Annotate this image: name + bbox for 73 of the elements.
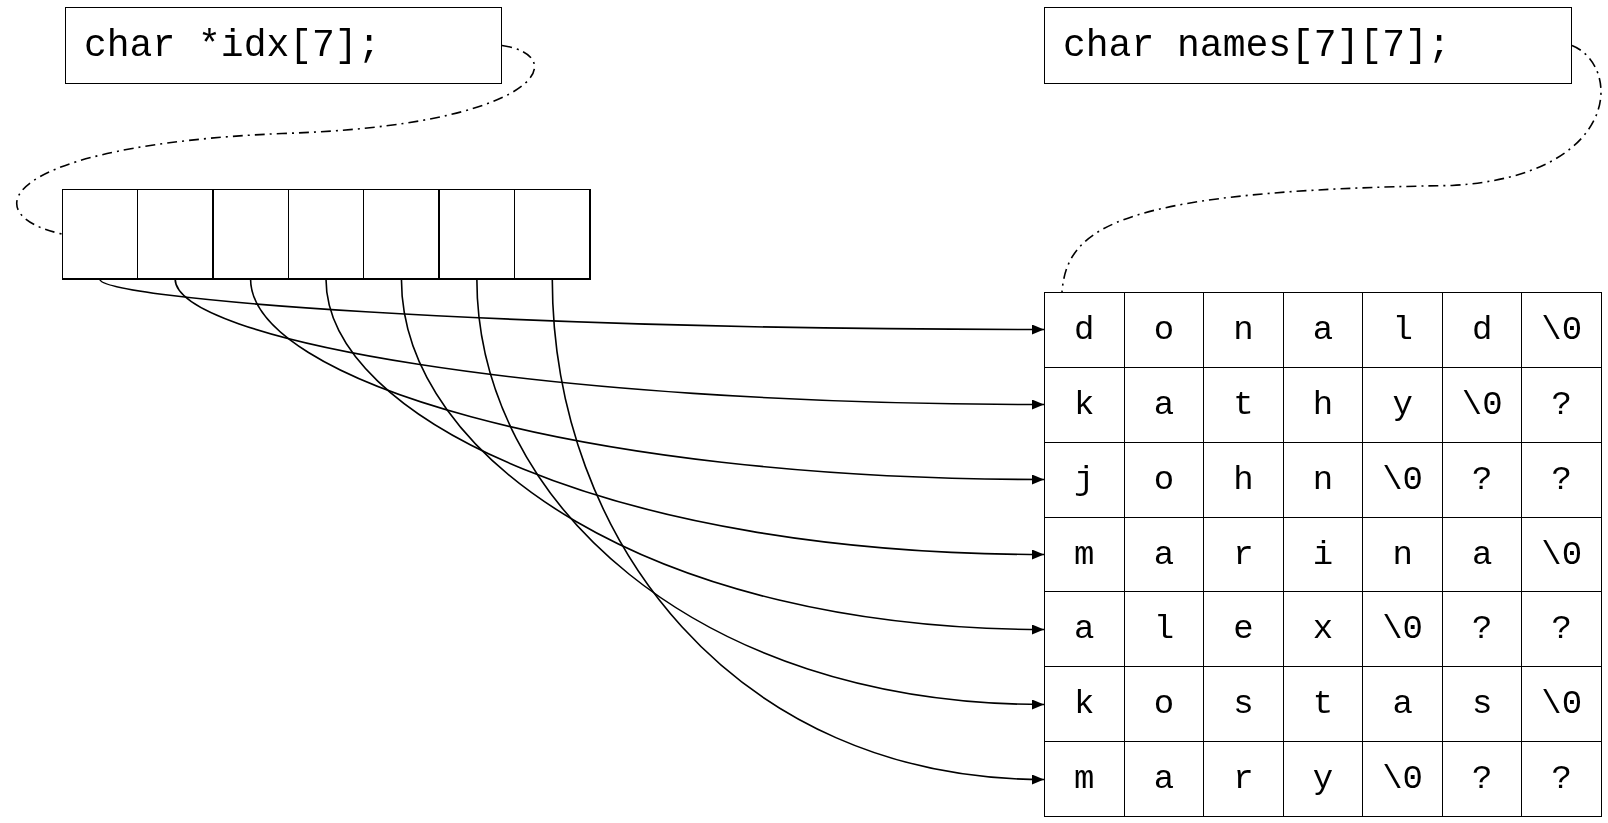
- char-cell: e: [1203, 592, 1283, 667]
- char-cell: n: [1203, 293, 1283, 367]
- char-cell: ?: [1521, 442, 1602, 517]
- char-cell: x: [1282, 592, 1363, 667]
- char-cell: \0: [1362, 742, 1442, 816]
- char-cell: t: [1282, 667, 1363, 742]
- char-array-grid: [1044, 292, 1602, 817]
- char-cell-text: j: [1073, 459, 1096, 501]
- char-cell: \0: [1521, 667, 1602, 742]
- char-cell: h: [1203, 442, 1283, 517]
- char-cell: h: [1282, 367, 1363, 442]
- char-cell: y: [1362, 367, 1442, 442]
- char-cell-text: k: [1073, 684, 1096, 726]
- char-cell: o: [1123, 442, 1204, 517]
- array-row: [1045, 666, 1601, 742]
- pointer-cell: [212, 188, 290, 280]
- char-cell: s: [1441, 667, 1522, 742]
- char-cell-text: k: [1073, 384, 1096, 426]
- array-row: [1045, 516, 1601, 592]
- char-cell: \0: [1362, 442, 1442, 517]
- char-cell: a: [1441, 517, 1522, 592]
- pointer-arrow: [249, 278, 1045, 485]
- char-cell: a: [1123, 367, 1204, 442]
- pointer-arrow: [476, 278, 1045, 709]
- char-cell: o: [1123, 667, 1204, 742]
- pointer-arrow: [325, 278, 1045, 560]
- char-cell: a: [1282, 293, 1363, 367]
- char-cell: \0: [1521, 517, 1602, 592]
- char-cell-text: m: [1073, 759, 1096, 801]
- char-cell: y: [1282, 742, 1363, 816]
- pointer-arrow: [400, 278, 1045, 635]
- declaration-box: char *idx[7];: [65, 7, 502, 84]
- pointer-array: [62, 189, 590, 279]
- pointer-cell: [438, 188, 516, 280]
- pointer-cell: [513, 188, 591, 280]
- char-cell: l: [1362, 293, 1442, 367]
- char-cell-text: m: [1073, 534, 1096, 576]
- char-cell: l: [1123, 592, 1204, 667]
- array-row: [1045, 366, 1601, 442]
- char-cell: ?: [1441, 442, 1522, 517]
- pointer-cell: [362, 188, 440, 280]
- pointer-cell: [136, 188, 214, 280]
- char-cell: ?: [1521, 592, 1602, 667]
- char-cell: ?: [1441, 592, 1522, 667]
- char-cell: r: [1203, 517, 1283, 592]
- char-cell: r: [1203, 742, 1283, 816]
- char-cell: \0: [1441, 367, 1522, 442]
- char-cell: o: [1123, 293, 1204, 367]
- char-cell: s: [1203, 667, 1283, 742]
- char-cell: n: [1362, 517, 1442, 592]
- char-cell: t: [1203, 367, 1283, 442]
- declaration-box: char names[7][7];: [1044, 7, 1572, 84]
- char-cell: ?: [1521, 367, 1602, 442]
- char-cell: a: [1123, 742, 1204, 816]
- char-cell: a: [1362, 667, 1442, 742]
- pointer-arrow: [98, 278, 1045, 335]
- dash-dot-connector: [1061, 44, 1602, 293]
- char-cell: d: [1441, 293, 1522, 367]
- char-cell-text: d: [1073, 309, 1096, 351]
- array-row: [1045, 591, 1601, 667]
- array-row: [1045, 741, 1601, 816]
- char-cell: i: [1282, 517, 1363, 592]
- char-cell-text: a: [1073, 609, 1096, 651]
- char-cell: a: [1123, 517, 1204, 592]
- char-cell: \0: [1521, 293, 1602, 367]
- char-cell: \0: [1362, 592, 1442, 667]
- dash-dot-connector: [16, 44, 535, 235]
- char-cell: ?: [1521, 742, 1602, 816]
- pointer-arrow: [551, 278, 1045, 784]
- char-cell: ?: [1441, 742, 1522, 816]
- array-row: [1045, 441, 1601, 517]
- char-cell: n: [1282, 442, 1363, 517]
- pointer-arrow: [174, 278, 1045, 410]
